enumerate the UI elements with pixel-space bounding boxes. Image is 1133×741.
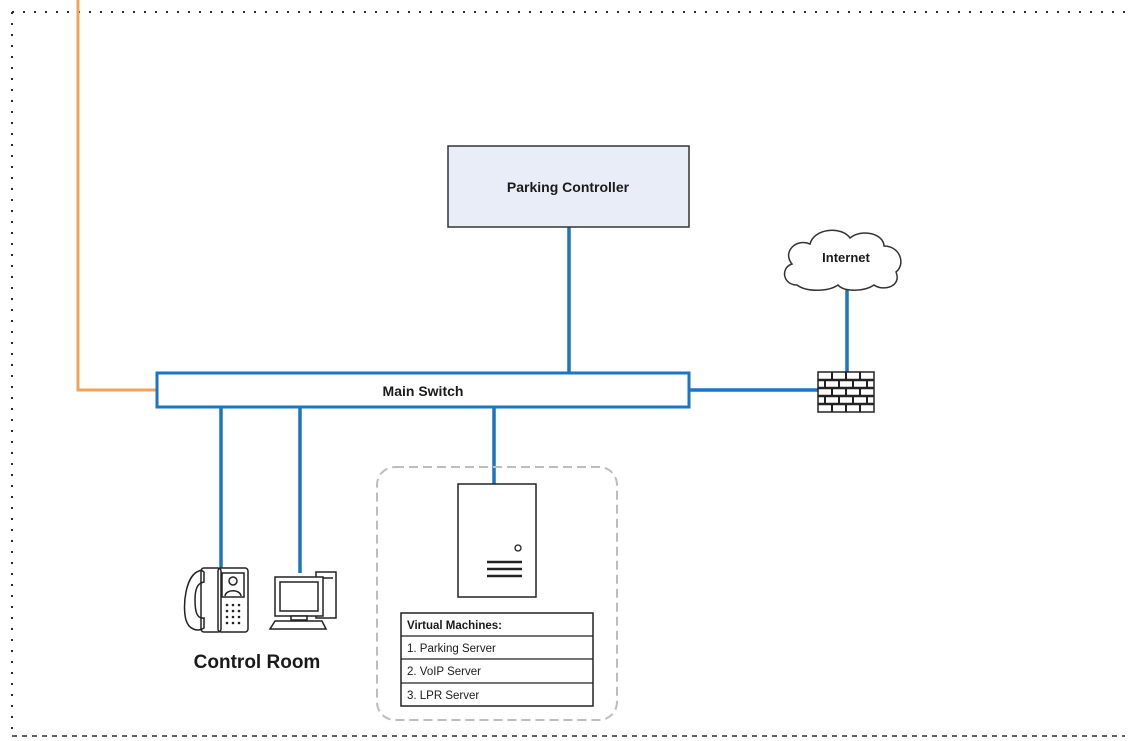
vm-table-header: Virtual Machines:	[407, 620, 502, 632]
vm-table-item: 1. Parking Server	[407, 643, 496, 655]
main-switch[interactable]: Main Switch	[155, 371, 691, 409]
main-switch-box	[155, 371, 691, 409]
internet-cloud[interactable]: Internet	[783, 229, 902, 291]
vm-table: Virtual Machines: 1. Parking Server 2. V…	[400, 612, 594, 707]
uplink-line	[76, 0, 157, 392]
computer-icon[interactable]	[268, 571, 337, 630]
main-switch-label: Main Switch	[383, 383, 464, 399]
phone-icon[interactable]	[183, 567, 222, 633]
cloud-icon	[783, 229, 902, 291]
network-links	[219, 227, 849, 573]
firewall-icon[interactable]	[817, 371, 875, 413]
vm-table-item: 3. LPR Server	[407, 690, 479, 702]
intercom-icon[interactable]	[217, 567, 249, 633]
parking-controller-label: Parking Controller	[507, 179, 630, 195]
vm-group-boundary	[376, 466, 618, 721]
parking-controller[interactable]: Parking Controller	[447, 145, 690, 228]
control-room-label: Control Room	[194, 652, 321, 673]
vm-table-item: 2. VoIP Server	[407, 666, 481, 678]
internet-label: Internet	[822, 250, 870, 265]
server-icon[interactable]	[457, 483, 537, 598]
parking-controller-box	[447, 145, 690, 228]
